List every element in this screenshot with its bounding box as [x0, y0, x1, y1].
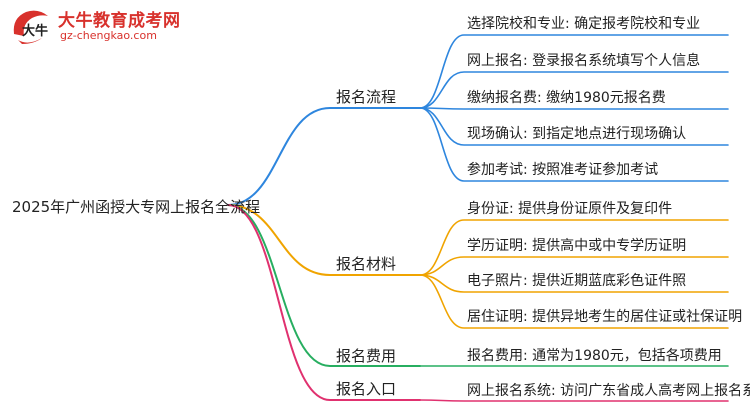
branch-label-entry: 报名入口: [336, 380, 397, 398]
branch-connector: [227, 204, 421, 401]
leaf-connector: [419, 107, 729, 146]
logo-url: gz-chengkao.com: [60, 29, 157, 42]
leaf-item: 网上报名系统: 访问广东省成人高考网上报名系统: [467, 383, 750, 399]
leaf-item: 参加考试: 按照准考证参加考试: [467, 162, 659, 178]
leaf-item: 居住证明: 提供异地考生的居住证或社保证明: [467, 309, 743, 325]
leaf-connector: [419, 399, 729, 402]
bull-logo-icon: 大牛: [13, 10, 48, 44]
leaf-item: 网上报名: 登录报名系统填写个人信息: [467, 53, 701, 69]
leaf-item: 现场确认: 到指定地点进行现场确认: [467, 126, 687, 142]
leaf-connector: [419, 34, 729, 109]
branch-connector: [227, 204, 421, 276]
leaf-connector: [419, 71, 729, 109]
leaf-connector: [419, 256, 729, 276]
branch-label-process: 报名流程: [336, 88, 397, 106]
leaf-connector: [419, 274, 729, 329]
branch-connector: [227, 204, 421, 367]
site-logo: 大牛: [8, 4, 198, 50]
logo-mark-text: 大牛: [22, 23, 48, 39]
leaf-item: 身份证: 提供身份证原件及复印件: [467, 201, 673, 217]
leaf-item: 电子照片: 提供近期蓝底彩色证件照: [467, 273, 687, 289]
leaf-item: 选择院校和专业: 确定报考院校和专业: [467, 16, 701, 32]
root-topic: 2025年广州函授大专网上报名全流程: [12, 198, 261, 216]
leaf-connector: [419, 219, 729, 276]
leaf-item: 学历证明: 提供高中或中专学历证明: [467, 238, 687, 254]
leaf-connector: [419, 107, 729, 110]
leaf-connector: [419, 107, 729, 182]
leaf-item: 报名费用: 通常为1980元，包括各项费用: [467, 348, 722, 364]
leaf-item: 缴纳报名费: 缴纳1980元报名费: [467, 90, 666, 106]
branch-label-fees: 报名费用: [336, 347, 397, 365]
leaf-connector: [419, 274, 729, 293]
branch-label-materials: 报名材料: [336, 255, 397, 273]
logo-name: 大牛教育成考网: [58, 11, 181, 31]
branch-connector: [227, 107, 421, 206]
